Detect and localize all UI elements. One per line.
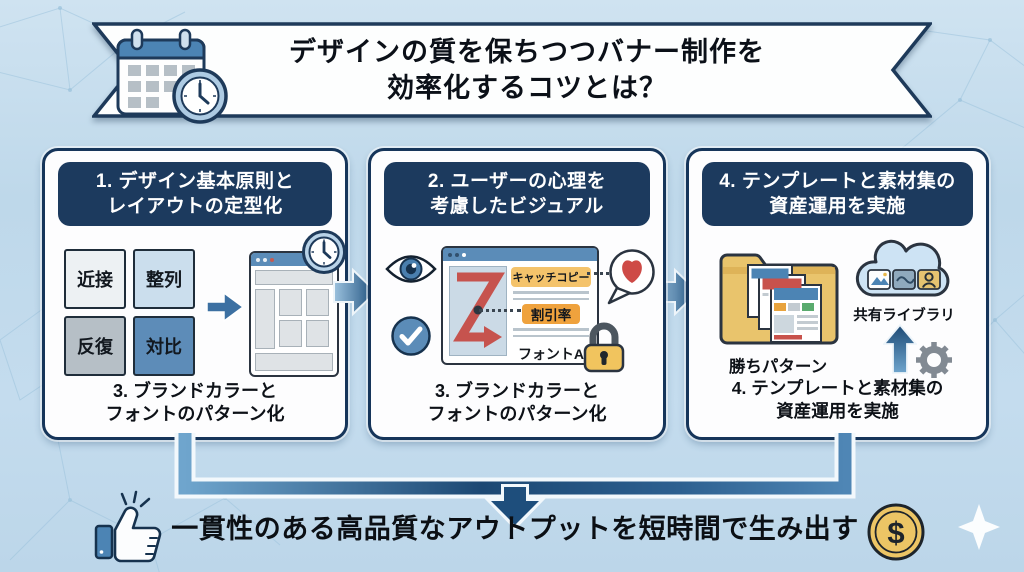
mockup-text-column: キャッチコピー 割引率 フォントA	[511, 267, 591, 364]
design-principles-grid: 近接 整列 反復 対比	[64, 249, 195, 376]
window-dot-icon	[455, 252, 459, 257]
discount-chip: 割引率	[522, 304, 580, 324]
check-circle-icon	[391, 316, 431, 356]
gear-icon	[916, 342, 952, 378]
window-dot-icon	[448, 252, 452, 257]
wireframe-cell	[306, 320, 329, 347]
principle-alignment: 整列	[133, 249, 195, 309]
placeholder-line	[513, 334, 589, 337]
page-title: デザインの質を保ちつつバナー制作を 効率化するコツとは？	[152, 30, 902, 112]
card2-title-line2: 考慮したビジュアル	[430, 196, 604, 218]
font-label: フォントA	[517, 346, 585, 362]
title-ribbon: デザインの質を保ちつつバナー制作を 効率化するコツとは？	[92, 22, 932, 124]
card3-caption: 4. テンプレートと素材集の 資産運用を実施	[689, 377, 986, 423]
merge-connector-arrow	[174, 433, 856, 530]
card3-caption-line1: 4. テンプレートと素材集の	[731, 378, 944, 398]
card-template-assets: 4. テンプレートと素材集の 資産運用を実施	[686, 148, 989, 440]
folder-caption: 勝ちパターン	[728, 358, 828, 376]
folder-icon	[719, 253, 839, 345]
card1-title-line2: レイアウトの定型化	[107, 196, 283, 218]
window-dot-icon	[263, 257, 267, 262]
wireframe-header-block	[255, 270, 333, 285]
cloud-icon	[855, 239, 950, 297]
wireframe-blocks	[251, 266, 337, 375]
card2-caption: 3. ブランドカラーと フォントのパターン化	[371, 380, 663, 427]
right-arrow-icon	[206, 291, 244, 323]
dollar-coin-icon: $	[867, 503, 925, 561]
window-dot-icon	[270, 257, 274, 262]
wireframe-side-block	[255, 289, 275, 349]
up-arrow-icon	[883, 324, 917, 374]
flow-arrow-1-icon	[333, 267, 378, 317]
card1-caption-line1: 3. ブランドカラーと	[112, 381, 277, 401]
conclusion-text: 一貫性のある高品質なアウトプットを短時間で生み出す	[171, 514, 859, 544]
dotted-connector	[479, 309, 521, 312]
placeholder-line	[513, 328, 589, 331]
wireframe-cell	[279, 289, 302, 316]
card3-title-line1: 4. テンプレートと素材集の	[719, 171, 956, 192]
principle-contrast: 対比	[133, 316, 195, 376]
cloud-label: 共有ライブラリ	[853, 308, 955, 324]
page-title-line1: デザインの質を保ちつつバナー制作を	[289, 37, 765, 68]
thumbs-up-icon	[94, 490, 162, 563]
mockup-titlebar	[443, 248, 597, 261]
card3-title: 4. テンプレートと素材集の 資産運用を実施	[702, 162, 973, 227]
card-user-psychology: 2. ユーザーの心理を 考慮したビジュアル	[368, 148, 666, 440]
page-title-line2: 効率化するコツとは？	[387, 73, 667, 103]
card1-title: 1. デザイン基本原則と レイアウトの定型化	[58, 162, 332, 227]
card2-title-line1: 2. ユーザーの心理を	[427, 171, 607, 192]
card1-title-line1: 1. デザイン基本原則と	[95, 171, 295, 192]
window-dot-icon	[462, 252, 466, 257]
card1-caption: 3. ブランドカラーと フォントのパターン化	[45, 380, 345, 427]
card3-caption-line2: 資産運用を実施	[776, 400, 899, 421]
card1-caption-line2: フォントのパターン化	[105, 404, 285, 425]
wireframe-cell	[279, 320, 302, 347]
banner-mockup-window: キャッチコピー 割引率 フォントA	[441, 246, 599, 365]
principle-proximity: 近接	[64, 249, 126, 309]
calendar-clock-icon	[116, 28, 228, 124]
wireframe-cell	[306, 289, 329, 316]
clock-icon	[302, 230, 346, 274]
catch-copy-chip: キャッチコピー	[511, 267, 591, 287]
eye-icon	[385, 255, 437, 283]
dotted-connector	[587, 272, 609, 275]
z-pattern-arrow-icon	[453, 272, 505, 348]
card-design-principles: 1. デザイン基本原則と レイアウトの定型化 近接 整列 反復 対比	[42, 148, 348, 440]
window-dot-icon	[256, 257, 260, 262]
card2-caption-line2: フォントのパターン化	[427, 404, 607, 425]
card2-caption-line1: 3. ブランドカラーと	[434, 381, 599, 401]
placeholder-line	[513, 297, 589, 300]
card3-title-line2: 資産運用を実施	[769, 196, 906, 218]
card2-title: 2. ユーザーの心理を 考慮したビジュアル	[384, 162, 650, 227]
heart-speech-bubble-icon	[607, 249, 655, 305]
wireframe-footer-block	[255, 353, 333, 371]
dollar-symbol: $	[887, 515, 904, 550]
principle-repetition: 反復	[64, 316, 126, 376]
placeholder-line	[513, 291, 589, 294]
sparkle-icon	[958, 504, 1000, 550]
lock-icon	[583, 322, 625, 373]
